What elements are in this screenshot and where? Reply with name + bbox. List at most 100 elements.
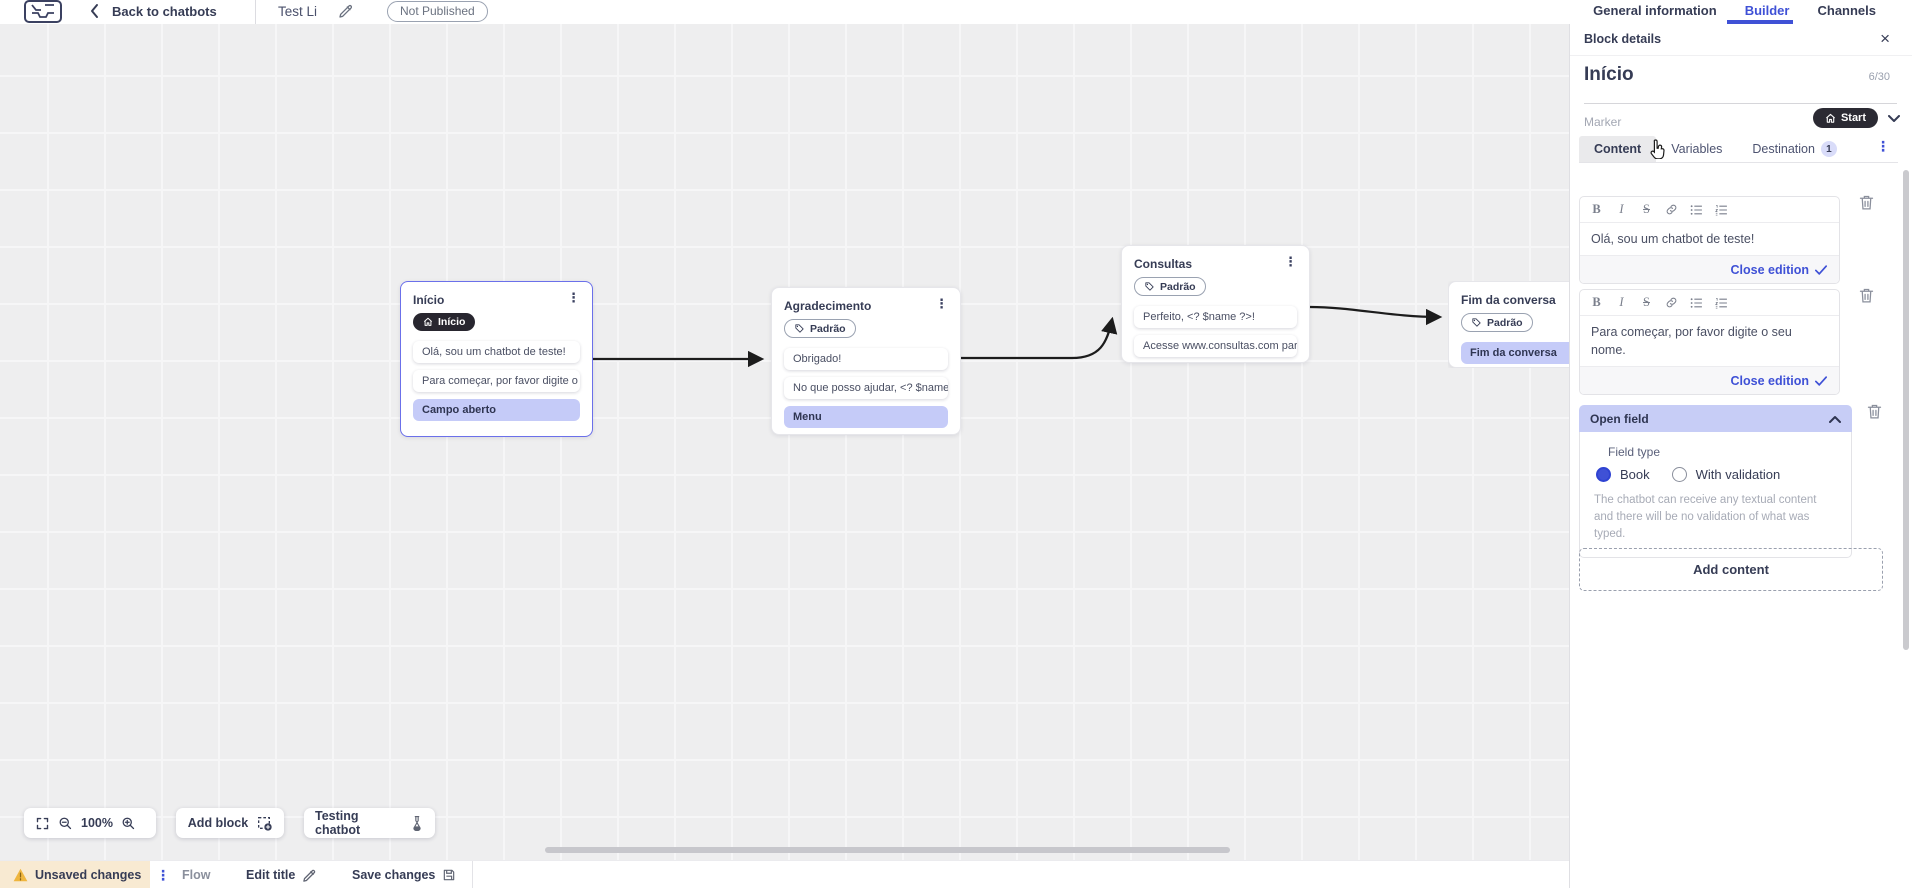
content-editor-2: B I S Para começar, por favor digite o s… [1579,289,1840,395]
bold-icon[interactable]: B [1592,295,1601,309]
content-editor-1: B I S Olá, sou um chatbot de teste! Clos… [1579,196,1840,284]
strikethrough-icon[interactable]: S [1643,295,1650,309]
flow-canvas[interactable] [0,24,1569,860]
tab-content[interactable]: Content [1579,136,1657,162]
trash-icon[interactable] [1858,287,1875,304]
node-kebab-icon[interactable]: ⋮ [567,290,580,305]
node-content-item[interactable]: No que posso ajudar, <? $name ... [784,377,948,399]
zoom-in-icon[interactable] [121,816,136,831]
flow-node-inicio[interactable]: Início ⋮ Início Olá, sou um chatbot de t… [400,281,593,437]
rich-text-toolbar: B I S [1580,290,1839,316]
start-marker-badge: Início [413,313,476,331]
open-field-section: Open field Field type Book With validati… [1579,405,1852,558]
bullet-list-icon[interactable] [1690,204,1703,216]
italic-icon[interactable]: I [1619,202,1624,216]
edit-title-button[interactable]: Edit title [246,861,317,888]
builder-tab-underline [1727,20,1793,24]
add-block-icon [256,815,272,831]
tab-builder[interactable]: Builder [1744,3,1790,18]
message-text[interactable]: Para começar, por favor digite o seu nom… [1580,316,1817,366]
trash-icon[interactable] [1858,194,1875,211]
node-content-item[interactable]: Acesse www.consultas.com par... [1134,335,1297,357]
chevron-up-icon [1829,415,1841,423]
node-content-item[interactable]: Olá, sou um chatbot de teste! [413,341,580,363]
tab-destination[interactable]: Destination 1 [1737,136,1852,162]
destination-count-badge: 1 [1820,141,1837,157]
canvas-horizontal-scrollbar[interactable] [545,847,1230,853]
node-kebab-icon[interactable]: ⋮ [935,296,948,311]
link-icon[interactable] [1665,203,1678,216]
chevron-down-icon[interactable] [1888,115,1900,123]
strikethrough-icon[interactable]: S [1643,202,1650,216]
node-open-field-item[interactable]: Campo aberto [413,399,580,421]
statusbar-kebab-icon[interactable]: ⋮ [156,867,170,883]
check-icon [1815,375,1827,386]
numbered-list-icon[interactable] [1715,297,1728,309]
topbar-divider [255,0,256,24]
close-edition-button[interactable]: Close edition [1580,255,1839,283]
start-badge-label: Início [438,316,466,328]
message-text[interactable]: Olá, sou um chatbot de teste! [1580,223,1839,255]
node-menu-item[interactable]: Menu [784,406,948,428]
close-icon[interactable]: × [1880,29,1890,48]
block-name-underline [1584,103,1897,104]
tab-variables[interactable]: Variables [1671,142,1723,156]
edit-title-label: Edit title [246,868,296,882]
node-end-item[interactable]: Fim da conversa [1461,342,1569,364]
node-content-item[interactable]: Obrigado! [784,348,948,370]
unsaved-changes-indicator: Unsaved changes [0,861,150,888]
field-type-helper-text: The chatbot can receive any textual cont… [1594,494,1817,540]
back-chevron-icon[interactable] [88,3,102,19]
node-content-item[interactable]: Para começar, por favor digite o ... [413,370,580,392]
marker-start-pill[interactable]: Start [1812,108,1878,128]
top-tabs: General information Builder Channels [1593,3,1876,18]
bullet-list-icon[interactable] [1690,297,1703,309]
add-content-button[interactable]: Add content [1579,548,1883,591]
zoom-out-icon[interactable] [58,816,73,831]
add-block-button[interactable]: Add block [176,808,284,838]
flow-node-agradecimento[interactable]: Agradecimento ⋮ Padrão Obrigado! No que … [771,287,961,435]
zoom-controls: 100% [24,808,156,838]
italic-icon[interactable]: I [1619,295,1624,309]
open-field-header[interactable]: Open field [1579,405,1852,432]
fullscreen-icon[interactable] [35,816,50,831]
panel-kebab-icon[interactable]: ⋮ [1876,138,1890,154]
panel-tabs: Content Variables Destination 1 [1579,136,1898,163]
add-block-label: Add block [187,816,249,830]
statusbar-divider [472,861,473,888]
edit-title-pencil-icon[interactable] [338,3,354,19]
app-logo-icon[interactable] [24,0,62,23]
numbered-list-icon[interactable] [1715,204,1728,216]
block-name-input[interactable]: Início [1584,64,1634,85]
link-icon[interactable] [1665,296,1678,309]
chatbot-title[interactable]: Test Li [278,4,318,19]
bold-icon[interactable]: B [1592,202,1601,216]
publish-status-badge: Not Published [387,1,488,22]
tab-channels[interactable]: Channels [1817,3,1876,18]
check-icon [1815,264,1827,275]
back-to-chatbots-link[interactable]: Back to chatbots [112,4,217,19]
node-content-item[interactable]: Perfeito, <? $name ?>! [1134,306,1297,328]
testing-chatbot-label: Testing chatbot [315,809,361,837]
tab-destination-label: Destination [1752,142,1815,156]
trash-icon[interactable] [1866,403,1883,420]
home-icon [1825,113,1835,123]
save-changes-button[interactable]: Save changes [352,861,456,888]
testing-chatbot-button[interactable]: Testing chatbot [304,808,435,838]
open-field-body: Field type Book With validation The chat… [1579,432,1852,558]
flow-view-button[interactable]: Flow [182,868,211,882]
close-edition-button[interactable]: Close edition [1580,366,1839,394]
panel-scrollbar[interactable] [1903,170,1909,650]
radio-option-with-validation[interactable]: With validation [1671,467,1780,482]
padrao-badge-label: Padrão [1487,316,1523,329]
radio-option-book[interactable]: Book [1596,467,1650,482]
marker-label: Marker [1584,115,1622,129]
node-kebab-icon[interactable]: ⋮ [1284,254,1297,269]
flow-node-consultas[interactable]: Consultas ⋮ Padrão Perfeito, <? $name ?>… [1121,245,1310,363]
radio-unselected-icon [1671,467,1687,482]
padrao-marker-badge: Padrão [1134,277,1206,296]
flow-node-fim[interactable]: Fim da conversa Padrão Fim da conversa [1448,281,1569,368]
tab-general-information[interactable]: General information [1593,3,1717,18]
top-bar: Back to chatbots Test Li Not Published G… [0,0,1912,24]
